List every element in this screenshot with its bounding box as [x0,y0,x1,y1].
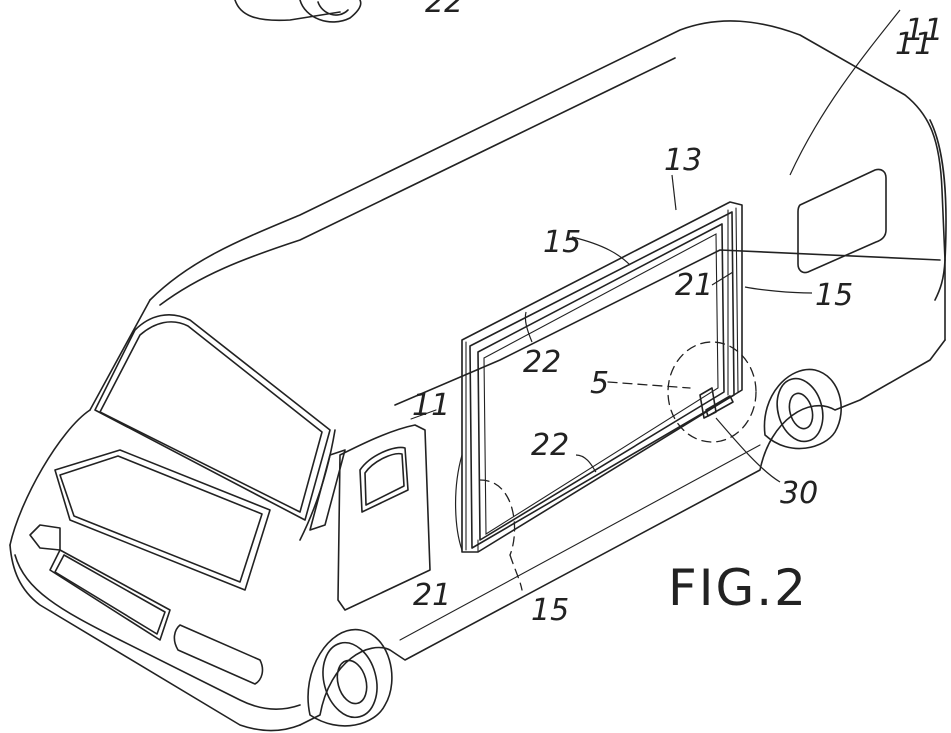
label-21-left-stile: 21 [413,578,451,613]
fragment-vehicle-top-left [234,0,362,23]
label-13-frame: 13 [664,143,702,178]
figure-caption: FIG.2 [668,559,808,617]
label-22-bottom-rail: 22 [531,428,569,463]
cab-door [309,424,431,611]
rear-side-window [797,168,887,274]
label-22-top: 22 [425,0,463,20]
label-22-top-rail-inner: 22 [523,345,561,380]
front-wheel [307,628,393,727]
windshield [94,314,331,521]
label-15-right-stile: 15 [815,278,853,313]
detail-callouts [479,341,757,591]
leader-lines [455,9,901,551]
label-11-body-left: 11 [412,388,450,423]
label-15-bottom-corner: 15 [531,593,569,628]
label-21-right-stile: 21 [675,268,713,303]
window-frame-assembly [461,201,743,553]
front-grille [14,449,301,710]
label-15-top-rail: 15 [543,225,581,260]
label-11-top: 11 [905,13,943,48]
rear-wheel [763,368,842,450]
label-5-detail: 5 [590,366,609,401]
label-11-body: 11 [895,27,933,62]
label-30-latch: 30 [780,476,818,511]
reference-numerals: 22 11 11 13 15 21 15 22 5 22 11 21 15 30 [410,0,943,628]
